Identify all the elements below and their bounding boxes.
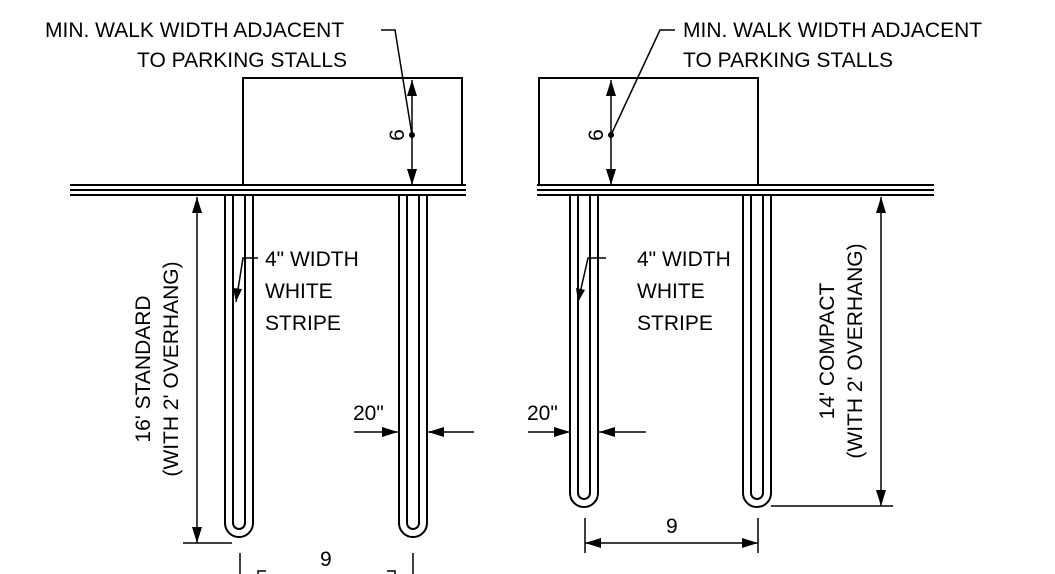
right-width-dim-arrow-right [742,538,758,548]
left-width-dim-left [257,570,266,574]
right-length-text-line1: 14' COMPACT [816,283,839,420]
left-detail: 6 MIN. WALK WIDTH ADJACENT TO PARKING ST… [45,19,474,574]
left-walk-note-leader [381,29,413,136]
right-stripe-2 [742,195,772,508]
right-walk-note-line2: TO PARKING STALLS [683,49,893,72]
right-walk-dim-arrow-top [606,80,616,96]
right-walk-note-line1: MIN. WALK WIDTH ADJACENT [683,19,982,42]
right-walk-note-leader [610,29,675,136]
left-width-dim-right [387,570,396,574]
left-walk-note-line2: TO PARKING STALLS [137,49,347,72]
left-width-dim-text: 9 [320,548,332,571]
left-stripe-note-line2: WHITE [265,280,333,303]
right-length-text-line2: (WITH 2' OVERHANG) [844,243,867,458]
left-walk-dim-arrow-bottom [407,169,417,185]
right-stripe-1-inner [577,195,591,500]
left-length-dim-arrow-top [192,197,202,213]
right-length-dim-arrow-bottom [876,490,886,506]
left-stripe-2-inner [406,195,420,530]
left-walk-dim-text: 6 [386,129,409,141]
right-width-dim-arrow-left [585,538,601,548]
left-length-text-line1: 16' STANDARD [132,295,155,442]
right-gap-dim-arrow-left [554,427,570,437]
right-stripe-note-line2: WHITE [637,280,705,303]
left-length-dim-arrow-bottom [192,527,202,543]
right-walk-box [538,77,759,185]
right-gap-dim-arrow-right [599,427,615,437]
left-gap-dim-text: 20" [353,402,384,425]
left-gap-dim-arrow-left [382,427,398,437]
right-width-dim-text: 9 [666,515,678,538]
right-walk-dim-text: 6 [585,129,608,141]
left-gap-dim-arrow-right [428,427,444,437]
left-stripe-note-line3: STRIPE [265,312,341,335]
left-walk-dim-arrow-top [407,80,417,96]
left-stripe-note-arrow [233,288,242,302]
left-stripe-1-inner [232,195,246,530]
left-stripe-note-line1: 4" WIDTH [265,248,359,271]
right-stripe-1 [569,195,599,508]
left-stripe-1 [224,195,254,538]
right-stripe-note-arrow [576,288,585,302]
left-stripe-note-leader [235,257,258,303]
left-length-text-line2: (WITH 2' OVERHANG) [160,261,183,476]
right-stripe-note-leader [577,257,606,303]
right-stripe-note-line1: 4" WIDTH [637,248,731,271]
left-walk-note-line1: MIN. WALK WIDTH ADJACENT [45,19,344,42]
left-stripe-2 [398,195,428,538]
right-length-dim-arrow-top [876,197,886,213]
right-detail: 6 MIN. WALK WIDTH ADJACENT TO PARKING ST… [527,19,982,553]
right-gap-dim-text: 20" [527,402,558,425]
left-walk-box [242,77,463,185]
right-walk-dim-arrow-bottom [606,169,616,185]
right-stripe-2-inner [750,195,764,500]
right-stripe-note-line3: STRIPE [637,312,713,335]
